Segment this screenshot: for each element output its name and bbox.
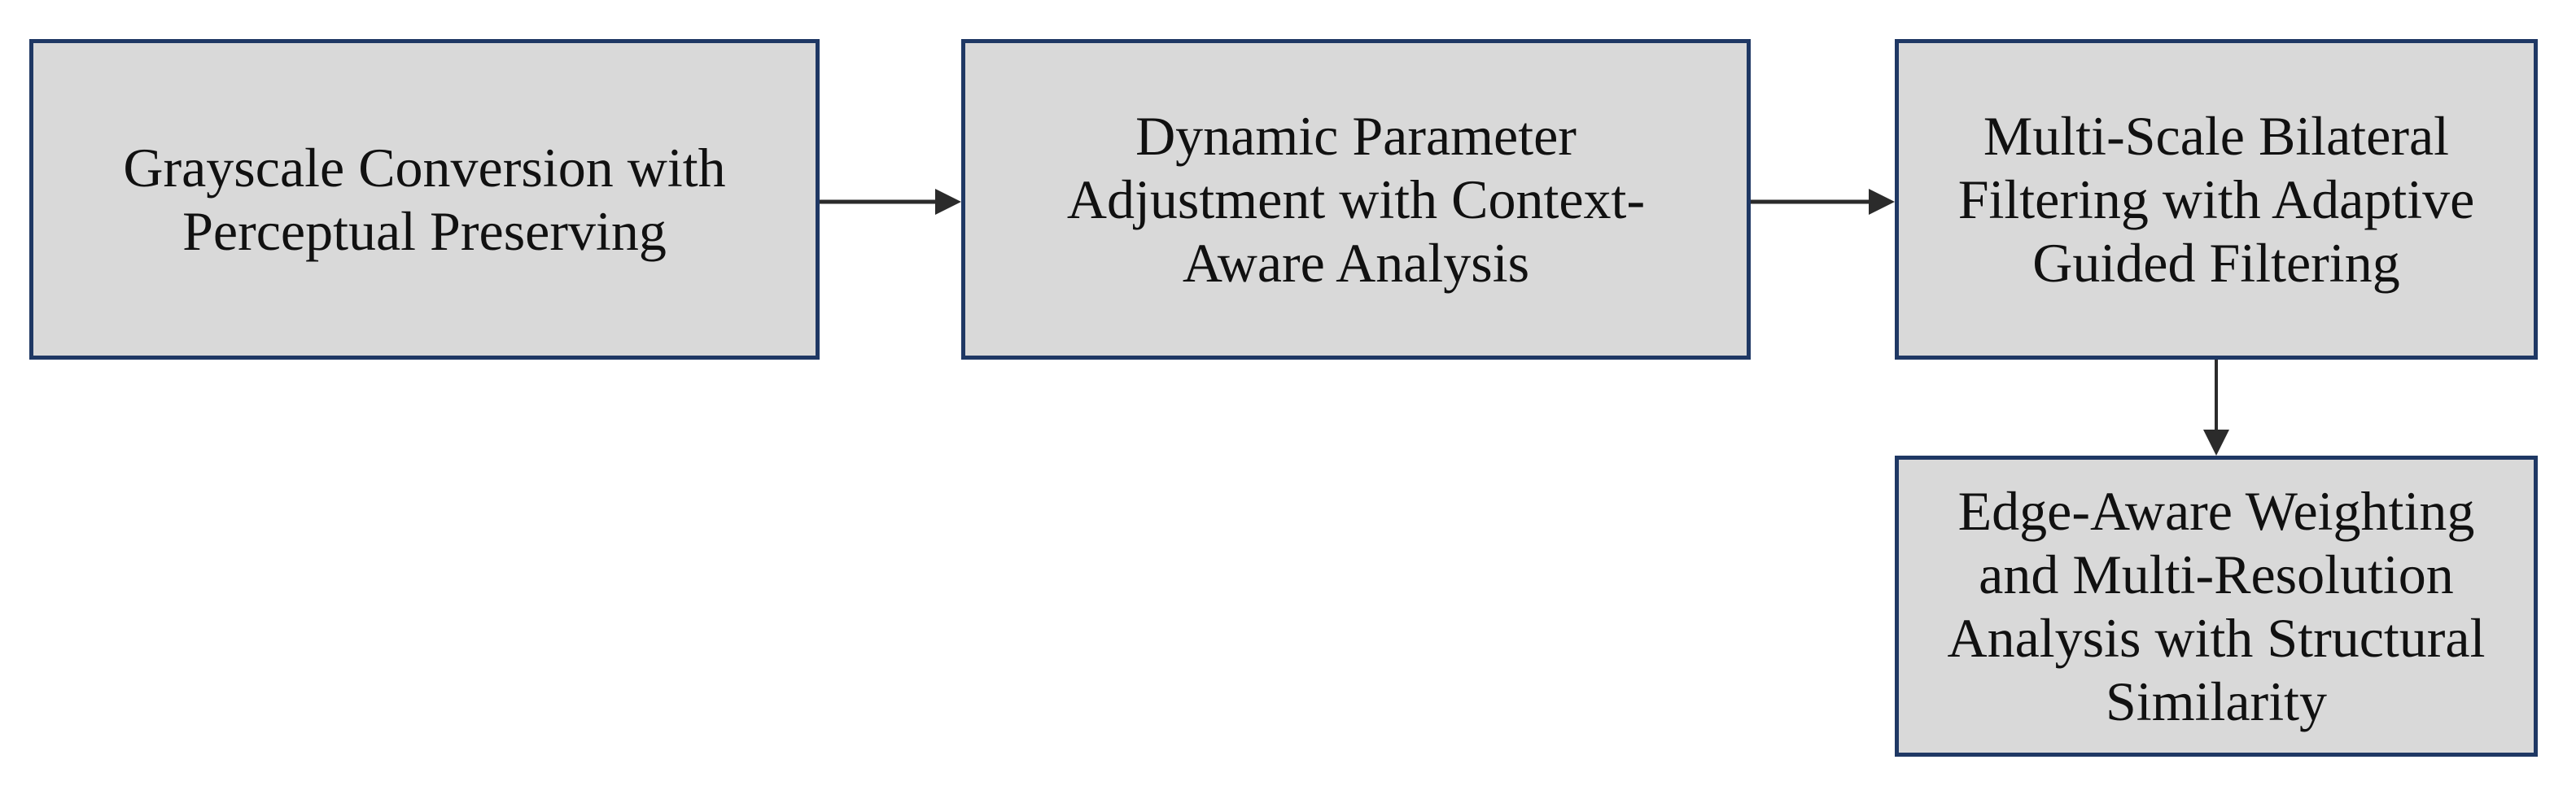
node-label: Multi-Scale Bilateral Filtering with Ada… [1957,105,2475,294]
node-edge-aware-weighting: Edge-Aware Weighting and Multi-Resolutio… [1895,456,2538,757]
node-label: Edge-Aware Weighting and Multi-Resolutio… [1947,480,2486,732]
arrow-step3-to-step4 [2203,359,2229,456]
arrow-step1-to-step2 [820,189,961,215]
node-label: Dynamic Parameter Adjustment with Contex… [1066,105,1646,294]
arrow-step2-to-step3 [1751,189,1895,215]
node-grayscale-conversion: Grayscale Conversion with Perceptual Pre… [29,39,820,360]
node-multiscale-bilateral-filtering: Multi-Scale Bilateral Filtering with Ada… [1895,39,2538,360]
node-label: Grayscale Conversion with Perceptual Pre… [123,137,726,262]
node-dynamic-parameter-adjustment: Dynamic Parameter Adjustment with Contex… [961,39,1751,360]
